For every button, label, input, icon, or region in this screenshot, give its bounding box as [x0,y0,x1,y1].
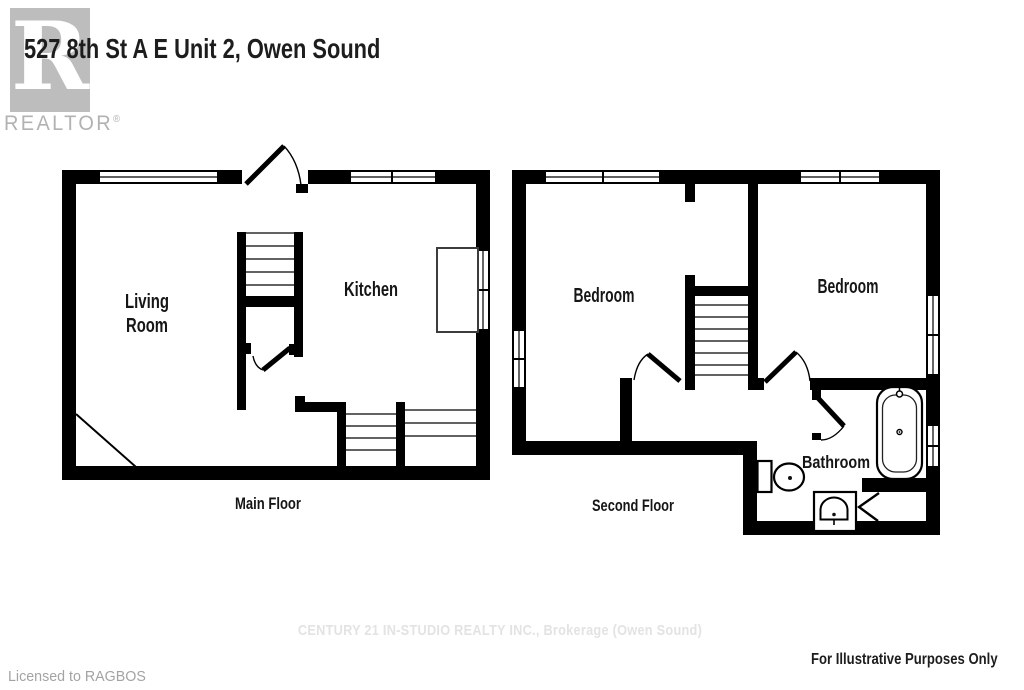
window [926,424,940,468]
bedroom-door [633,352,682,383]
second-floor-label: Second Floor [592,496,674,515]
window [799,170,881,184]
bedroom-door [763,350,811,384]
disclaimer-text: For Illustrative Purposes Only [811,651,998,668]
registered-trademark-icon: ® [113,114,121,125]
staircase-upper [237,232,303,410]
window [544,170,661,184]
bathtub [875,385,924,481]
second-floor-interior-walls [620,184,926,448]
window [926,294,940,376]
kitchen-counter [436,247,479,333]
toilet [756,459,806,494]
window [98,170,219,184]
bathtub-end-wall [862,478,926,492]
bedroom-left-label: Bedroom [574,285,635,307]
bathroom-label: Bathroom [802,452,870,472]
living-room-label-line1: Living [125,291,169,313]
realtor-logo-icon: R [10,8,90,112]
bedroom-right-label: Bedroom [818,276,879,298]
realtor-logo-letter: R [10,2,90,112]
page-title: 527 8th St A E Unit 2, Owen Sound [24,33,381,64]
living-room-label-line2: Room [126,315,168,337]
brokerage-watermark: CENTURY 21 IN-STUDIO REALTY INC., Broker… [297,622,703,639]
kitchen-label: Kitchen [344,279,398,301]
licensed-to-text: Licensed to RAGBOS [8,668,146,685]
main-floor-plan: Living Room Kitchen Main Floor [62,144,490,513]
entry-door [242,144,308,193]
corner-diagonal-line [75,413,137,468]
staircase-basement [295,396,476,466]
realtor-logo-word: REALTOR® [4,112,121,135]
sink [812,490,858,533]
closet-door [237,343,303,372]
window [349,170,437,184]
main-floor-label: Main Floor [235,494,301,513]
window [512,329,526,389]
staircase-down [695,304,748,376]
second-floor-plan: Bedroom Bedroom Bathroom Second Floor [512,170,940,535]
closet-door [856,492,880,522]
bathroom-door [812,390,846,441]
